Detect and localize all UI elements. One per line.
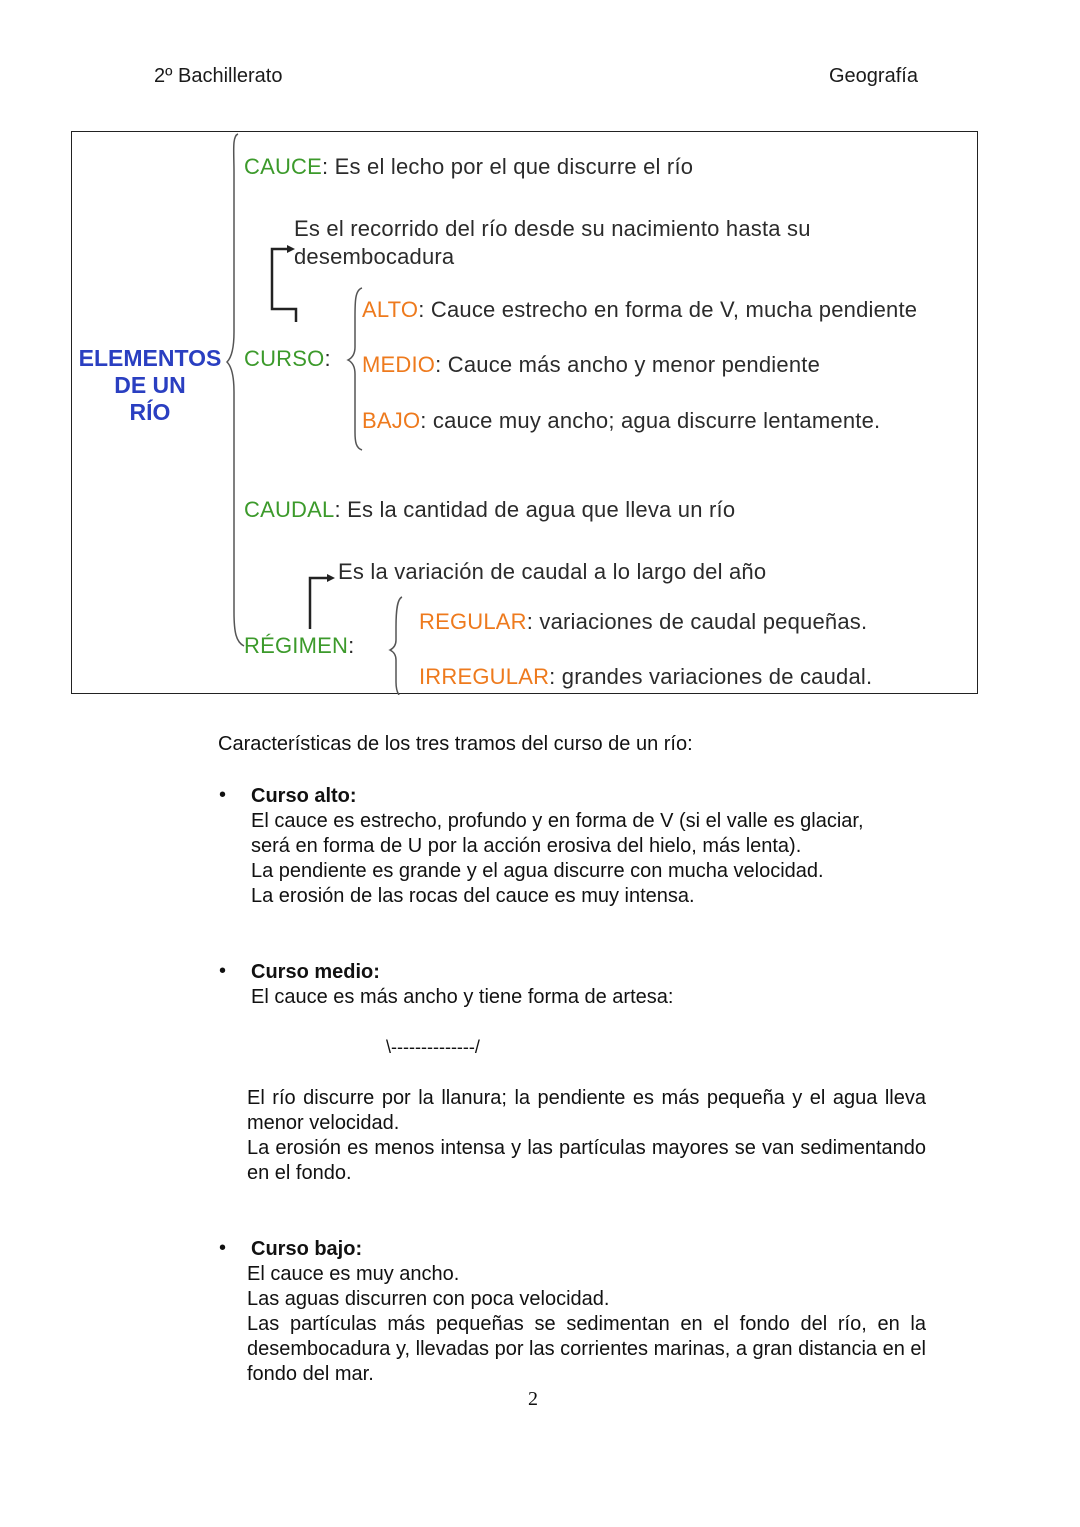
cauce-term: CAUCE (244, 154, 323, 179)
bullet-bajo: • (219, 1237, 227, 1259)
intro-text: Características de los tres tramos del c… (218, 733, 693, 755)
tramo-alto-term: ALTO (362, 297, 419, 322)
tramo-bajo-term: BAJO (362, 408, 421, 433)
river-elements-diagram: ELEMENTOS DE UN RÍO CAUCE: Es el lecho p… (70, 131, 978, 695)
curso-colon: : (324, 346, 331, 371)
regimen-brace (388, 596, 403, 695)
alto-line-4: La erosión de las rocas del cauce es muy… (251, 885, 695, 907)
regimen-term: RÉGIMEN (244, 633, 349, 658)
regimen-definition: Es la variación de caudal a lo largo del… (338, 559, 767, 584)
regimen-irregular-term: IRREGULAR (419, 664, 550, 689)
regimen-arrow-line (308, 576, 329, 629)
heading-curso-medio: Curso medio: (251, 961, 380, 983)
curso-definition-line2: desembocadura (294, 244, 455, 269)
curso-row: CURSO: (244, 346, 331, 372)
alto-line-2: será en forma de U por la acción erosiva… (251, 835, 802, 857)
header-subject: Geografía (829, 65, 918, 87)
regimen-regular: REGULAR: variaciones de caudal pequeñas. (419, 609, 867, 635)
curso-arrow-line (270, 247, 298, 322)
curso-definition-line1: Es el recorrido del río desde su nacimie… (294, 216, 811, 241)
diagram-title-line1: ELEMENTOS (78, 345, 222, 371)
header-course: 2º Bachillerato (154, 65, 283, 87)
regimen-irregular: IRREGULAR: grandes variaciones de caudal… (419, 664, 872, 690)
curso-term: CURSO (244, 346, 325, 371)
curso-brace (346, 287, 363, 451)
tramo-medio-term: MEDIO (362, 352, 436, 377)
cauce-text: : Es el lecho por el que discurre el río (322, 154, 694, 179)
tramo-bajo-text: : cauce muy ancho; agua discurre lentame… (420, 408, 881, 433)
bullet-alto: • (219, 784, 227, 806)
bajo-line-1: El cauce es muy ancho. (247, 1263, 460, 1285)
cauce-row: CAUCE: Es el lecho por el que discurre e… (244, 154, 693, 180)
main-brace (225, 133, 245, 647)
caudal-text: : Es la cantidad de agua que lleva un rí… (334, 497, 736, 522)
alto-line-3: La pendiente es grande y el agua discurr… (251, 860, 824, 882)
diagram-title-line2: DE UN (114, 372, 186, 398)
tramo-medio: MEDIO: Cauce más ancho y menor pendiente (362, 352, 820, 378)
tramo-alto-text: : Cauce estrecho en forma de V, mucha pe… (418, 297, 918, 322)
bajo-line-2: Las aguas discurren con poca velocidad. (247, 1288, 610, 1310)
regimen-arrowhead (327, 574, 335, 582)
heading-curso-alto: Curso alto: (251, 785, 357, 807)
medio-paragraph-1: El río discurre por la llanura; la pendi… (247, 1087, 926, 1134)
regimen-regular-text: : variaciones de caudal pequeñas. (526, 609, 868, 634)
regimen-regular-term: REGULAR (419, 609, 527, 634)
regimen-row: RÉGIMEN: (244, 633, 354, 659)
tramo-medio-text: : Cauce más ancho y menor pendiente (435, 352, 821, 377)
medio-paragraph-2: La erosión es menos intensa y las partíc… (247, 1137, 926, 1184)
artesa-shape: \--------------/ (386, 1037, 480, 1057)
page-number: 2 (528, 1388, 538, 1410)
bullet-medio: • (219, 960, 227, 982)
heading-curso-bajo: Curso bajo: (251, 1238, 363, 1260)
regimen-colon: : (348, 633, 355, 658)
caudal-term: CAUDAL (244, 497, 335, 522)
curso-arrowhead (287, 245, 295, 253)
diagram-title-line3: RÍO (129, 399, 171, 425)
medio-line-1: El cauce es más ancho y tiene forma de a… (251, 986, 674, 1008)
tramo-bajo: BAJO: cauce muy ancho; agua discurre len… (362, 408, 880, 434)
diagram-brackets (225, 133, 403, 695)
bajo-paragraph: Las partículas más pequeñas se sedimenta… (247, 1313, 926, 1385)
alto-line-1: El cauce es estrecho, profundo y en form… (251, 810, 864, 832)
diagram-title: ELEMENTOS DE UN RÍO (70, 345, 230, 426)
tramo-alto: ALTO: Cauce estrecho en forma de V, much… (362, 297, 917, 323)
caudal-row: CAUDAL: Es la cantidad de agua que lleva… (244, 497, 735, 523)
regimen-irregular-text: : grandes variaciones de caudal. (549, 664, 873, 689)
